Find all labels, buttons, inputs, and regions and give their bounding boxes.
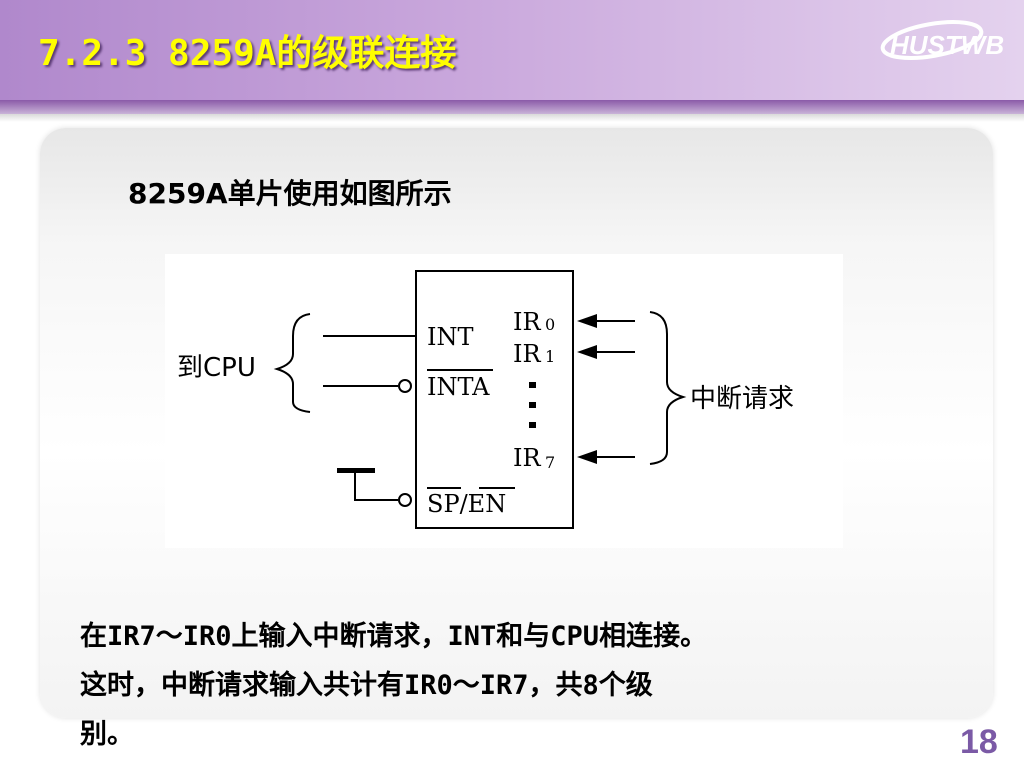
description-line-3: 别。 (80, 719, 134, 750)
ir7-arrow-head (577, 450, 597, 464)
ir0-arrow-head (577, 314, 597, 328)
ellipsis-dot-3 (529, 422, 536, 428)
chip-body (415, 270, 574, 529)
inta-bubble (398, 379, 412, 393)
logo-text: HUSTWB (890, 30, 1004, 60)
right-label-interrupt-request: 中断请求 (690, 384, 794, 414)
hustwb-logo: HUSTWB (880, 14, 1018, 66)
sp-en-line (354, 473, 398, 501)
header-band (0, 100, 1024, 114)
pin-ir0: IR (513, 308, 541, 336)
right-brace (649, 311, 687, 465)
pin-sp-en: SP/EN (427, 490, 506, 518)
pin-ir7: IR (513, 444, 541, 472)
description-line-2: 这时，中断请求输入共计有IR0～IR7，共8个级 (80, 670, 653, 701)
sp-en-bubble (398, 493, 412, 507)
pin-ir7-sub: 7 (545, 453, 555, 472)
pin-int: INT (427, 323, 474, 351)
left-brace (273, 313, 311, 413)
ir1-arrow-head (577, 345, 597, 359)
header-shadow (0, 114, 1024, 122)
ellipsis-dot-1 (529, 382, 536, 388)
page-title: 7.2.3 8259A的级联连接 (38, 33, 457, 74)
description-paragraph: 在IR7～IR0上输入中断请求，INT和与CPU相连接。 这时，中断请求输入共计… (80, 612, 970, 759)
description-line-1: 在IR7～IR0上输入中断请求，INT和与CPU相连接。 (80, 621, 708, 652)
pin-inta: INTA (427, 373, 490, 401)
diagram-8259a: 到CPU INT INTA SP/EN IR 0 IR 1 IR 7 (165, 254, 843, 548)
pin-ir0-sub: 0 (545, 315, 555, 334)
pin-ir1-sub: 1 (545, 347, 555, 366)
sp-en-bar (337, 468, 375, 473)
pin-ir1: IR (513, 340, 541, 368)
subtitle: 8259A单片使用如图所示 (128, 177, 452, 210)
ellipsis-dot-2 (529, 402, 536, 408)
left-label-to-cpu: 到CPU (177, 353, 256, 383)
header-bar (0, 0, 1024, 106)
page-number: 18 (960, 723, 998, 761)
